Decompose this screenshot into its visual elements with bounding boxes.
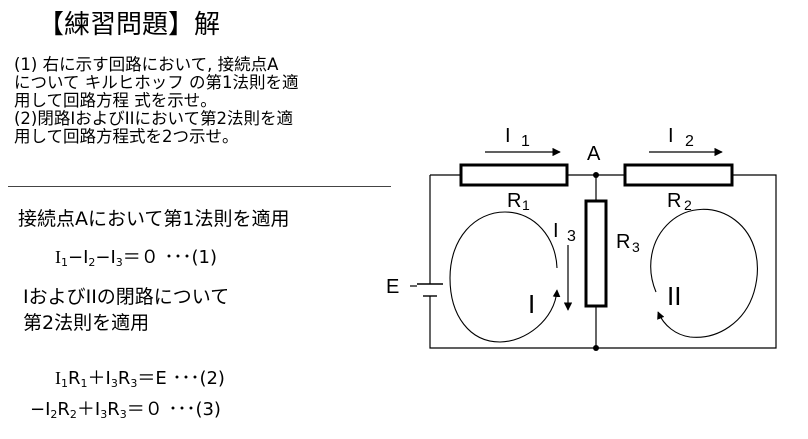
eq-term: R bbox=[117, 368, 131, 389]
problem-line: (1) 右に示す回路において, 接続点A bbox=[14, 55, 279, 74]
eq-sub: 3 bbox=[119, 408, 127, 421]
eq-sub: 3 bbox=[130, 377, 138, 390]
loop-ii-label: II bbox=[667, 281, 681, 311]
eq-sub: 1 bbox=[61, 256, 68, 269]
eq-term: ＋I bbox=[76, 399, 101, 420]
eq-sub: 1 bbox=[80, 377, 88, 390]
eq-sub: 3 bbox=[110, 377, 118, 390]
eq-term: R bbox=[57, 399, 70, 420]
eq-term: I bbox=[55, 247, 61, 267]
eq-term: R bbox=[107, 399, 120, 420]
wire-top-right bbox=[429, 174, 777, 349]
eq-term: −I bbox=[68, 247, 89, 268]
eq-sub: 2 bbox=[88, 256, 96, 269]
i2-label: I bbox=[668, 125, 674, 147]
i3-label: I bbox=[553, 220, 559, 242]
resistor-r1 bbox=[459, 163, 569, 187]
solution-heading-1: 接続点Aにおいて第1法則を適用 bbox=[18, 208, 290, 230]
r2-subscript: 2 bbox=[684, 197, 692, 213]
solution-heading-2a: IおよびIIの閉路について bbox=[23, 286, 230, 308]
eq-sub: 3 bbox=[115, 256, 123, 269]
node-a-label: A bbox=[587, 143, 601, 165]
eq-term: ＝０ ･･･(3) bbox=[126, 399, 221, 420]
i1-label: I bbox=[505, 125, 511, 147]
i3-subscript: 3 bbox=[567, 228, 576, 245]
equation-3: −I2R2＋I3R3＝０ ･･･(3) bbox=[30, 398, 221, 427]
eq-term: I bbox=[55, 368, 61, 388]
loop-i-arrow bbox=[449, 211, 561, 343]
problem-line: 用して回路方程 式を示せ。 bbox=[14, 91, 217, 110]
source-e-label: E bbox=[386, 276, 399, 298]
eq-sub: 2 bbox=[50, 408, 58, 421]
r2-label: R bbox=[667, 190, 681, 212]
loop-i-label: I bbox=[528, 289, 535, 319]
eq-sub: 3 bbox=[100, 408, 108, 421]
section-divider bbox=[8, 186, 391, 187]
r1-subscript: 1 bbox=[522, 197, 530, 213]
eq-sub: 2 bbox=[69, 408, 77, 421]
node-a-dot bbox=[593, 172, 599, 178]
r3-label: R bbox=[616, 231, 630, 253]
solution-heading-2b: 第2法則を適用 bbox=[23, 312, 150, 334]
eq-term: ＋I bbox=[87, 368, 111, 389]
resistor-r2 bbox=[623, 163, 734, 187]
equation-1: I1−I2−I3＝０ ･･･(1) bbox=[55, 245, 217, 275]
eq-term: ＝０ ･･･(1) bbox=[122, 247, 217, 268]
problem-line: について キルヒホッフ の第1法則を適 bbox=[14, 73, 299, 92]
loop-ii-arrow bbox=[650, 208, 758, 338]
eq-term: ＝E ･･･(2) bbox=[137, 368, 225, 389]
problem-line: 用して回路方程式を2つ示せ。 bbox=[14, 127, 239, 146]
r1-label: R bbox=[507, 190, 521, 212]
eq-term: −I bbox=[30, 399, 51, 420]
eq-term: R bbox=[68, 368, 81, 389]
r3-subscript: 3 bbox=[632, 239, 640, 255]
problem-statement: (1) 右に示す回路において, 接続点A について キルヒホッフ の第1法則を適… bbox=[14, 56, 299, 146]
i1-subscript: 1 bbox=[521, 133, 530, 150]
i2-subscript: 2 bbox=[685, 133, 694, 150]
page-title: 【練習問題】解 bbox=[38, 10, 221, 40]
eq-sub: 1 bbox=[61, 377, 68, 390]
node-bottom-dot bbox=[593, 345, 599, 351]
problem-line: (2)閉路IおよびIIにおいて第2法則を適 bbox=[14, 109, 293, 128]
eq-term: −I bbox=[95, 247, 116, 268]
resistor-r3 bbox=[584, 199, 608, 308]
equation-2: I1R1＋I3R3＝E ･･･(2) bbox=[55, 366, 225, 396]
